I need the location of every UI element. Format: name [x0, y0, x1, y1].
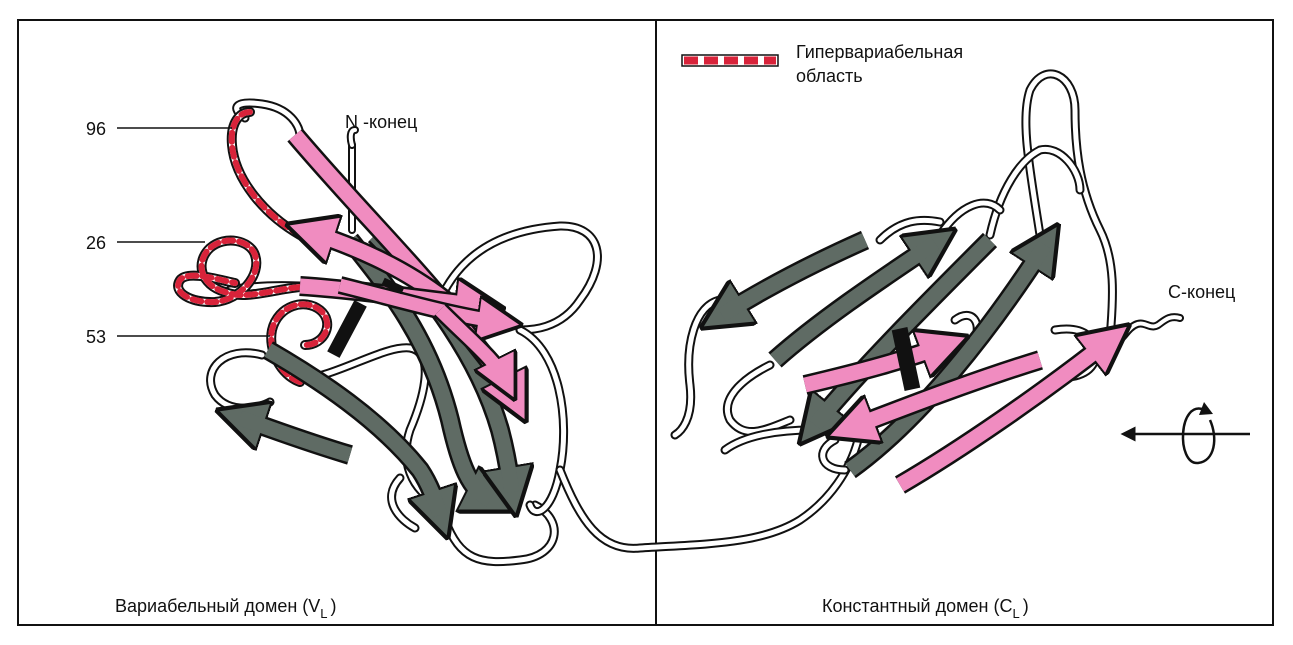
n-terminus-label: N -конец [345, 112, 417, 132]
vl-pink-strands [295, 128, 515, 400]
vl-gray-strands [240, 227, 512, 515]
variable-domain-subscript: L [320, 606, 327, 621]
constant-domain-close: ) [1023, 596, 1029, 616]
variable-domain-name: Вариабельный домен (V [115, 596, 320, 616]
vl-disulfide-bond [327, 300, 367, 358]
residue-labels: 96 26 53 [86, 119, 270, 347]
legend: Гипервариабельная область [681, 42, 963, 86]
vl-backbone [206, 98, 863, 567]
cl-pink-strands [802, 340, 1110, 494]
legend-label-line2: область [796, 66, 863, 86]
vl-disulfide-bond-top [381, 277, 405, 295]
residue-26-label: 26 [86, 233, 106, 253]
residue-96-label: 96 [86, 119, 106, 139]
constant-domain-structure [670, 69, 1184, 494]
cl-disulfide-bond [891, 327, 921, 391]
constant-domain-name: Константный домен (C [822, 596, 1012, 616]
constant-domain-subscript: L [1012, 606, 1019, 621]
c-terminus-label: С-конец [1168, 282, 1235, 302]
variable-domain-title: Вариабельный домен (VL) [115, 596, 337, 621]
rotation-arrow-icon [1120, 402, 1250, 465]
figure-frame [17, 19, 1274, 626]
variable-domain-structure [173, 98, 863, 567]
variable-domain-close: ) [331, 596, 337, 616]
constant-domain-title: Константный домен (CL) [822, 596, 1029, 621]
residue-53-label: 53 [86, 327, 106, 347]
legend-label-line1: Гипервариабельная [796, 42, 963, 62]
